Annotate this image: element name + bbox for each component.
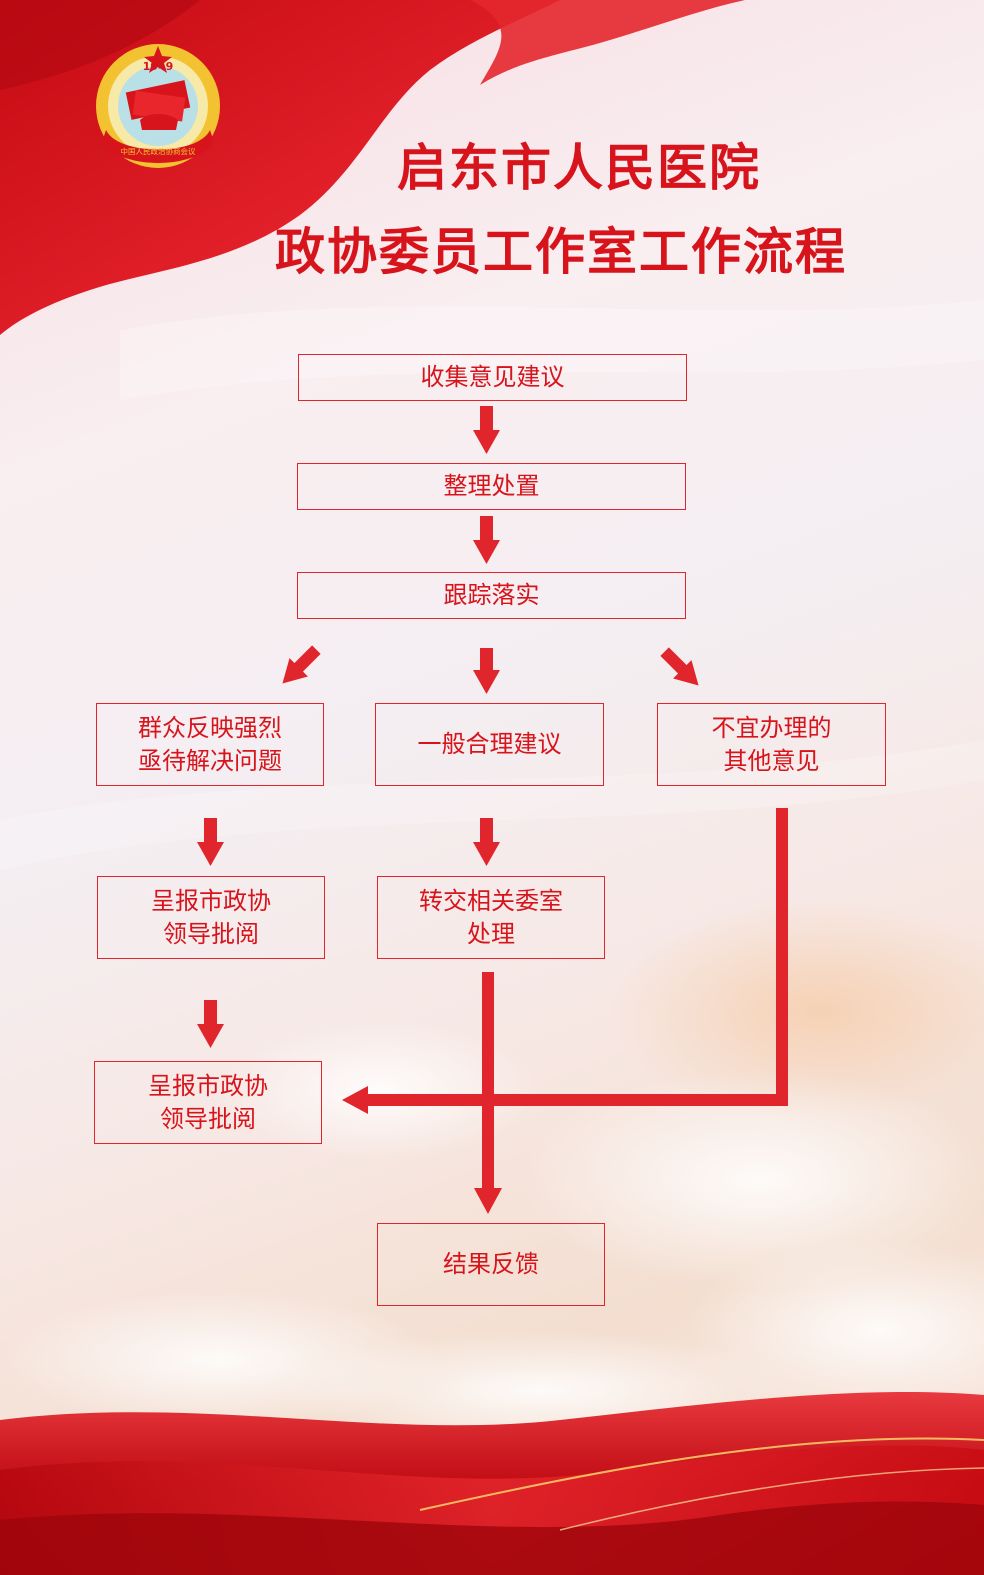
node-transfer-line1: 转交相关委室	[419, 886, 563, 915]
cppcc-emblem: 1949 中国人民政治协商会议	[96, 44, 220, 168]
node-urgent: 群众反映强烈 亟待解决问题	[96, 703, 324, 786]
arrow-diag-left	[282, 645, 321, 684]
arrow-diag-right	[660, 647, 699, 686]
node-urgent-line2: 亟待解决问题	[138, 746, 282, 775]
node-other-line1: 不宜办理的	[711, 713, 832, 742]
node-track: 跟踪落实	[297, 572, 686, 619]
node-report1-line2: 领导批阅	[163, 919, 259, 948]
arrow-down-2	[473, 516, 500, 564]
node-report2: 呈报市政协 领导批阅	[94, 1061, 322, 1144]
node-general-label: 一般合理建议	[417, 730, 562, 758]
title-hospital: 启东市人民医院	[397, 139, 761, 197]
map-icon	[140, 114, 178, 130]
arrow-down-1	[473, 406, 500, 454]
node-feedback-label: 结果反馈	[443, 1250, 539, 1278]
connector-horizontal	[364, 1094, 788, 1106]
node-report1: 呈报市政协 领导批阅	[97, 876, 325, 959]
node-collect: 收集意见建议	[298, 354, 687, 401]
node-collect-label: 收集意见建议	[420, 363, 565, 391]
node-report2-line2: 领导批阅	[160, 1104, 256, 1133]
arrow-left-to-report2	[342, 1086, 368, 1114]
emblem-motto: 中国人民政治协商会议	[121, 146, 196, 156]
node-organize-label: 整理处置	[443, 472, 540, 500]
arrow-down-3	[473, 648, 500, 694]
arrow-down-4	[197, 818, 224, 866]
arrow-down-to-feedback	[474, 1188, 502, 1214]
arrow-down-5	[473, 818, 500, 866]
node-urgent-line1: 群众反映强烈	[138, 713, 282, 742]
node-transfer: 转交相关委室 处理	[377, 876, 605, 959]
node-other-line2: 其他意见	[723, 746, 820, 775]
node-report2-line1: 呈报市政协	[148, 1071, 268, 1100]
node-feedback: 结果反馈	[377, 1223, 605, 1306]
node-transfer-line2: 处理	[467, 919, 515, 948]
node-general: 一般合理建议	[375, 703, 604, 786]
title-workflow: 政协委员工作室工作流程	[275, 223, 847, 281]
connector-other-vertical	[776, 808, 788, 1106]
red-flag-ribbon-tip	[470, 0, 745, 85]
emblem-year: 1949	[143, 60, 174, 73]
emblem-ribbon	[102, 130, 214, 163]
arrow-down-6	[197, 1000, 224, 1048]
node-other: 不宜办理的 其他意见	[657, 703, 886, 786]
star-icon	[144, 46, 172, 73]
node-report1-line1: 呈报市政协	[151, 886, 271, 915]
connector-transfer-vertical	[482, 972, 494, 1190]
node-organize: 整理处置	[297, 463, 686, 510]
node-track-label: 跟踪落实	[443, 581, 540, 609]
